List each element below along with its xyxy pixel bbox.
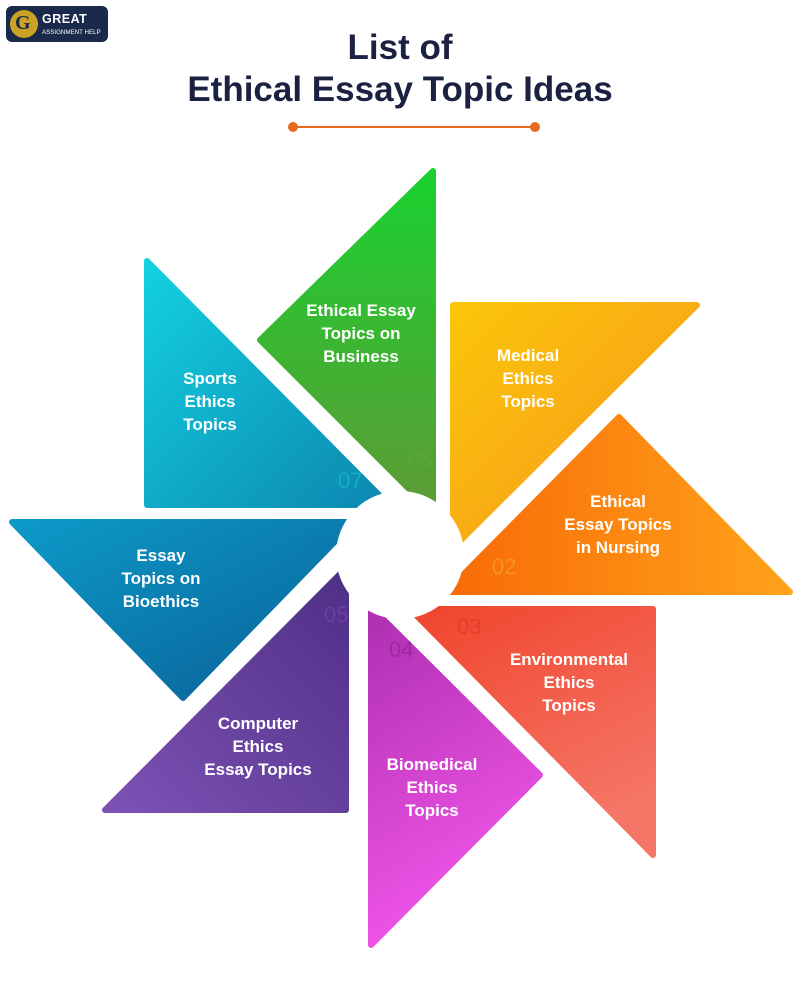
segment-shape (407, 606, 656, 858)
segment-shape (443, 414, 793, 595)
segment-number: 02 (492, 554, 516, 579)
segment-label-line: Topics (405, 801, 459, 820)
segment-label-line: Topics (501, 392, 555, 411)
segment-label-line: Topics (542, 696, 596, 715)
segment-label-line: Environmental (510, 650, 628, 669)
segment-number: 06 (304, 531, 328, 556)
logo-letter: G (15, 12, 31, 34)
segment-label-line: Ethics (543, 673, 594, 692)
segment-label-line: Computer (218, 714, 299, 733)
segment-label-line: Business (323, 347, 399, 366)
title-divider (293, 126, 535, 128)
segment-shape (450, 302, 700, 551)
logo-icon: G (10, 10, 38, 38)
segment-shape (257, 168, 436, 516)
segment-label-line: Topics on (121, 569, 200, 588)
segment-number: 07 (338, 468, 362, 493)
segment-number: 08 (408, 446, 432, 471)
page-title-line-1: List of (347, 28, 453, 67)
segment-label-line: in Nursing (576, 538, 660, 557)
segment-shape (368, 604, 543, 948)
segment-label-line: Topics on (321, 324, 400, 343)
segment-number: 05 (324, 602, 348, 627)
segment-shape (9, 519, 357, 701)
segment-label-line: Ethical Essay (306, 301, 416, 320)
hub-circle (336, 491, 464, 619)
brand-logo[interactable]: G GREAT ASSIGNMENT HELP (6, 6, 108, 42)
segment-label-line: Medical (497, 346, 559, 365)
segment-number: 03 (457, 614, 481, 639)
divider-dot-left (288, 122, 298, 132)
segment-label-line: Sports (183, 369, 237, 388)
segment-label-line: Ethics (502, 369, 553, 388)
segment-label-line: Ethics (406, 778, 457, 797)
segment-label-line: Ethical (590, 492, 646, 511)
segment-number: 01 (470, 477, 494, 502)
segment-shape (144, 258, 392, 508)
page-title-line-2: Ethical Essay Topic Ideas (187, 70, 613, 109)
segment-label-line: Essay (136, 546, 186, 565)
segment-label-line: Essay Topics (204, 760, 311, 779)
brand-name: GREAT (42, 12, 88, 26)
divider-dot-right (530, 122, 540, 132)
segment-label-line: Bioethics (123, 592, 200, 611)
segment-label-line: Essay Topics (564, 515, 671, 534)
segment-label-line: Topics (183, 415, 237, 434)
segment-label-line: Biomedical (387, 755, 478, 774)
segment-shape (102, 565, 349, 813)
segment-label-line: Ethics (232, 737, 283, 756)
brand-tagline: ASSIGNMENT HELP (42, 29, 101, 36)
segment-label-line: Ethics (184, 392, 235, 411)
segment-number: 04 (389, 637, 413, 662)
